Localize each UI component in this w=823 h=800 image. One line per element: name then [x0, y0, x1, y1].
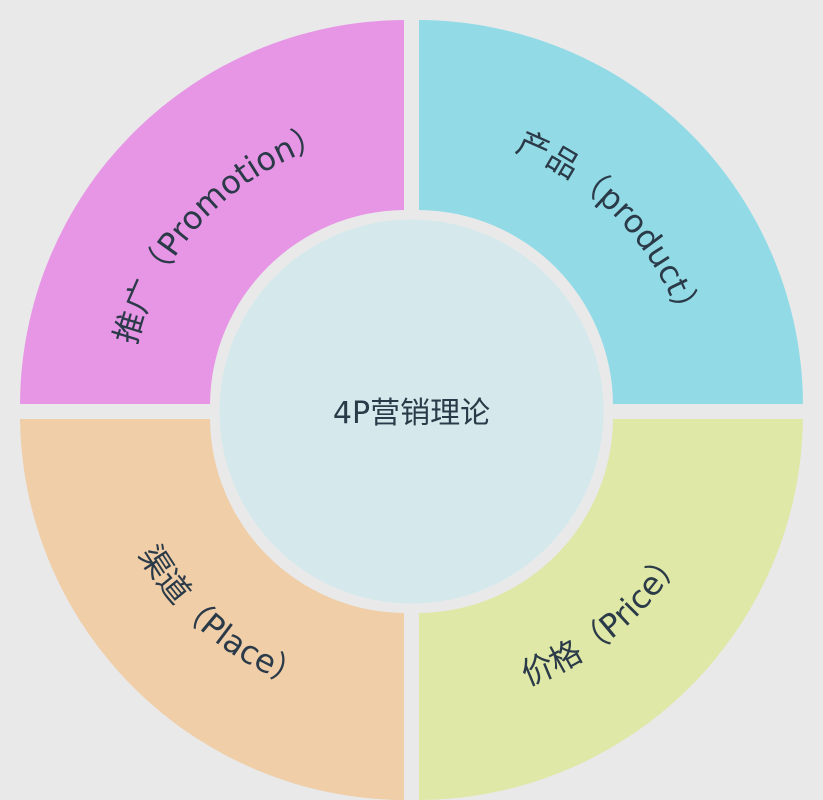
price-segment: [419, 419, 803, 800]
center-circle: [219, 219, 604, 604]
promotion-segment: [20, 20, 404, 404]
place-segment: [20, 419, 404, 800]
center-title: 4P营销理论: [333, 396, 490, 431]
product-segment: [419, 20, 803, 404]
